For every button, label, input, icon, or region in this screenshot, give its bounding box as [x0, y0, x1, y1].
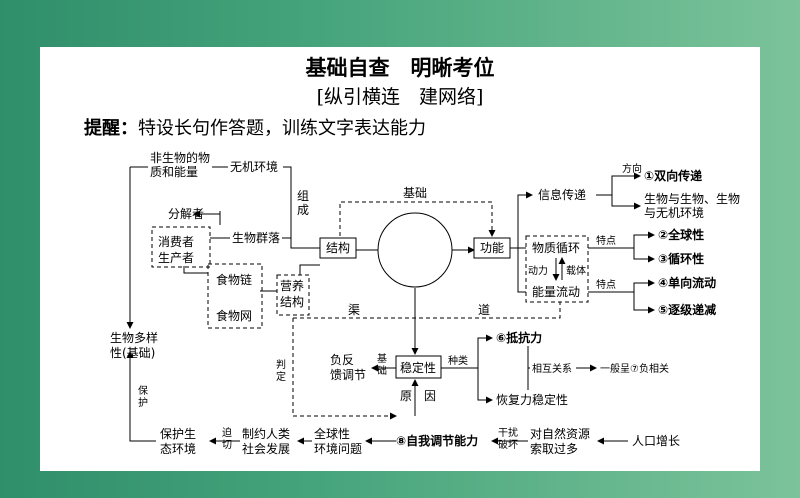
box-trophic: [276, 274, 310, 316]
label-recovery: 恢复力稳定性: [496, 392, 568, 407]
label-feature1: 特点: [596, 235, 616, 247]
connectors: [126, 166, 655, 445]
hint-text: 特设长句作答题，训练文字表达能力: [138, 118, 426, 139]
arrow-stability-resistance: [441, 334, 493, 369]
line-env-structure: [283, 166, 320, 249]
page-title: 基础自查 明晰考位: [305, 56, 495, 80]
label-compose: 组成: [297, 189, 309, 217]
label-protect: 保护: [138, 384, 148, 409]
label-disturb: 干扰破坏: [498, 426, 518, 451]
label-types: 种类: [448, 354, 468, 367]
arrow-info-bidirectional: [596, 172, 641, 196]
label-decrease: ⑤逐级递减: [658, 302, 716, 317]
hint-row: 提醒：特设长句作答题，训练文字表达能力: [84, 114, 426, 140]
label-channel1: 渠: [348, 303, 360, 317]
page-subtitle: [纵引横连 建网络]: [316, 86, 484, 108]
label-function: 功能: [480, 241, 504, 255]
box-cycle-energy: [525, 235, 589, 303]
arrow-cycle-global: [588, 231, 655, 249]
label-producer: 生产者: [158, 251, 194, 265]
label-global-env: 全球性环境问题: [314, 426, 362, 456]
label-generally: 一般呈⑦负相关: [600, 362, 669, 375]
line-trophic-structure: [299, 264, 320, 275]
label-neg-feedback: 负反馈调节: [330, 353, 366, 382]
arrow-function-info: [510, 191, 533, 249]
label-feature2: 特点: [596, 279, 616, 291]
arrow-energy-decrease: [633, 292, 655, 314]
label-urgent: 迫切: [222, 426, 232, 451]
label-oneway: ④单向流动: [658, 275, 716, 290]
hint-label: 提醒：: [84, 118, 138, 139]
box-center: [377, 212, 453, 288]
arrow-stability-recovery: [477, 368, 493, 404]
label-population: 人口增长: [632, 434, 680, 448]
label-energy-flow: 能量流动: [532, 285, 580, 299]
label-inorganic-env: 无机环境: [230, 159, 278, 174]
arrow-energy-oneway: [588, 279, 655, 293]
label-basis2: 基础: [377, 352, 387, 377]
arrow-info-biobio: [611, 195, 641, 210]
dash-channel: [293, 302, 561, 319]
label-bio-bio: 生物与生物、生物与无机环境: [644, 192, 740, 220]
arrow-protect-biodiversity: [126, 351, 156, 442]
label-judge: 判定: [276, 359, 286, 383]
label-trophic: 营养结构: [280, 278, 304, 309]
boxes: [151, 212, 589, 379]
box-stability: [395, 355, 442, 379]
box-foodchain-web: [207, 263, 263, 329]
label-abiotic: 非生物的物质和能量: [150, 150, 210, 179]
label-basis: 基础: [403, 186, 427, 200]
label-biodiversity: 生物多样性(基础): [110, 330, 158, 360]
dash-basis: [339, 201, 496, 237]
box-function: [473, 237, 511, 259]
line-producer-foodchain: [183, 266, 208, 274]
line-function-energy: [517, 248, 526, 293]
label-resistance: ⑥抵抗力: [496, 330, 542, 345]
label-restrict: 制约人类社会发展: [242, 426, 290, 456]
label-overuse: 对自然资源索取过多: [530, 426, 590, 456]
label-consumer: 消费者: [158, 235, 194, 249]
labels: 非生物的物质和能量 无机环境 组成 分解者 生物群落 消费者 生产者 食物链 食…: [110, 150, 740, 456]
label-food-web: 食物网: [216, 308, 252, 323]
label-self-regulate: ⑧自我调节能力: [396, 433, 478, 448]
label-global: ②全球性: [658, 227, 704, 242]
label-carrier: 载体: [566, 265, 586, 277]
label-direction: 方向: [622, 162, 642, 175]
label-power: 动力: [528, 264, 548, 277]
label-structure: 结构: [326, 240, 350, 255]
label-decomposer: 分解者: [168, 207, 204, 221]
label-material-cycle: 物质循环: [532, 241, 580, 255]
label-stability: 稳定性: [400, 360, 436, 375]
label-channel2: 道: [478, 303, 490, 317]
label-food-chain: 食物链: [216, 272, 252, 287]
label-cyclic: ③循环性: [658, 251, 704, 266]
dash-judge: [292, 318, 397, 420]
label-protect-env: 保护生态环境: [160, 427, 196, 456]
arrow-cycle-cyclic: [633, 248, 655, 263]
label-relation: 相互关系: [532, 362, 572, 375]
box-structure: [319, 237, 357, 259]
label-reason: 原 因: [400, 389, 436, 403]
label-bidirectional: ①双向传递: [644, 168, 702, 183]
box-consumer-producer: [151, 226, 211, 268]
label-community: 生物群落: [232, 231, 280, 245]
label-info: 信息传递: [538, 187, 586, 202]
